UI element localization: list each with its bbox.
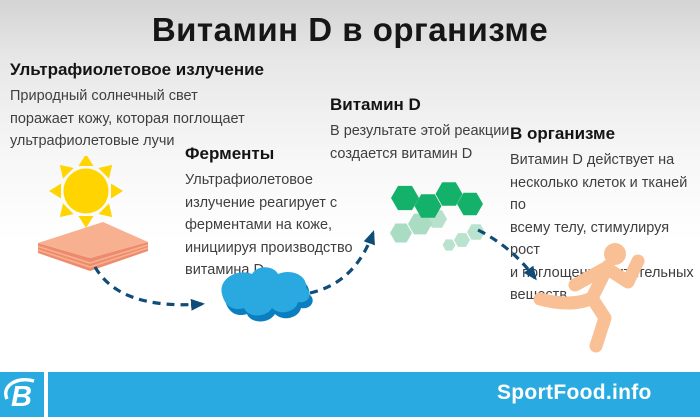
enzyme-blob-icon bbox=[221, 267, 313, 322]
footer-bar: SportFood.info bbox=[48, 372, 700, 417]
skin-layers-icon bbox=[37, 222, 149, 271]
sun-icon bbox=[49, 156, 123, 228]
footer-brand: SportFood.info bbox=[497, 381, 652, 404]
vitamin-d-molecule-icon bbox=[390, 182, 485, 251]
step-vitamin-d: Витамин D В результате этой реакции созд… bbox=[330, 95, 520, 165]
step-heading: Ультрафиолетовое излучение bbox=[10, 60, 264, 79]
brand-b-logo-icon: B bbox=[0, 372, 44, 417]
step-uv-radiation: Ультрафиолетовое излучение Природный сол… bbox=[10, 60, 330, 153]
logo-letter: B bbox=[11, 381, 32, 413]
step-heading: В организме bbox=[510, 124, 616, 143]
step-body: В результате этой реакции создается вита… bbox=[330, 123, 510, 162]
runner-icon bbox=[533, 243, 645, 353]
step-heading: Ферменты bbox=[185, 144, 275, 163]
step-body: Природный солнечный свет поражает кожу, … bbox=[10, 88, 245, 149]
step-heading: Витамин D bbox=[330, 95, 421, 114]
page-title: Витамин D в организме bbox=[151, 11, 549, 48]
